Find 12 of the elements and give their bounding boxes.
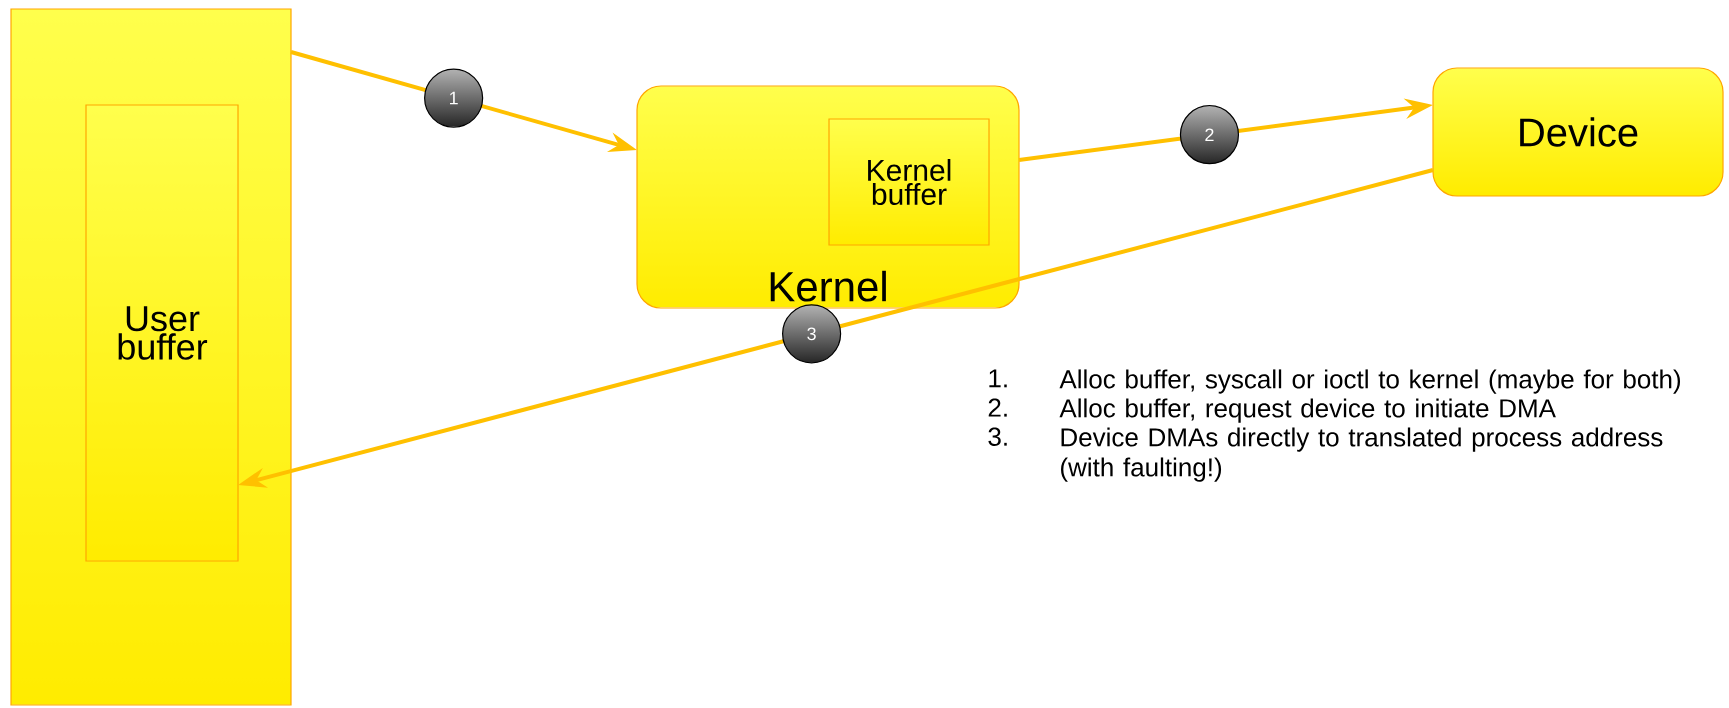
step-number: 2: [1179, 105, 1240, 165]
list-item: Alloc buffer, request device to initiate DMA: [1059, 398, 1556, 423]
step-number: 1: [424, 68, 484, 128]
list-item: Device DMAs directly to translated process address (with faulting!): [1061, 427, 1663, 482]
list-number: 3.: [988, 427, 1007, 446]
list-number: 1.: [989, 369, 1007, 388]
step-number: 3: [782, 304, 842, 364]
list-item: Alloc buffer, syscall or ioctl to kernel (maybe for both): [1059, 369, 1681, 394]
buffer-box: User buffer: [85, 104, 239, 562]
list-number: 2.: [988, 398, 1007, 417]
buffer-box: Kernel buffer: [828, 118, 990, 246]
device-box: Device: [1432, 67, 1724, 197]
